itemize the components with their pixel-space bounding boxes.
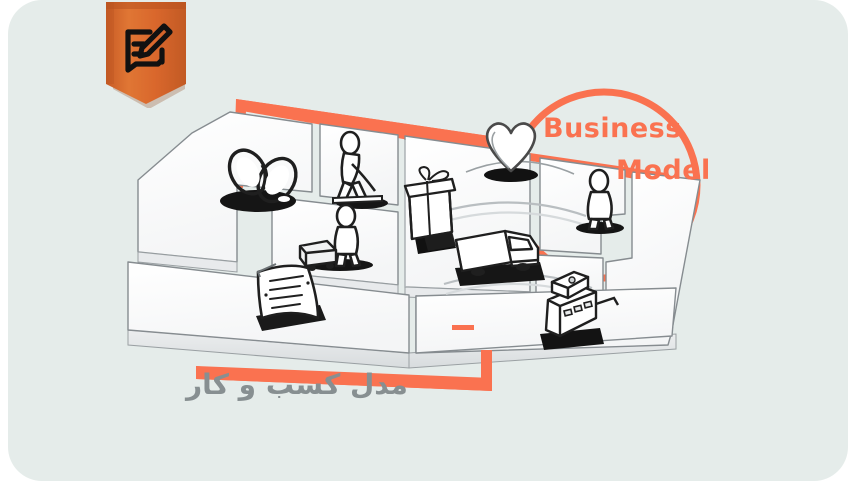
persian-business-model-label: مدل کسب و کار <box>186 368 408 401</box>
linked-rings-icon <box>220 148 298 212</box>
note-pencil-icon <box>125 23 173 73</box>
worker-figure-icon <box>332 130 388 209</box>
ribbon-top-band <box>106 2 186 9</box>
invoice-document-icon <box>256 263 326 331</box>
heart-icon <box>484 122 538 182</box>
person-with-cart-icon <box>298 203 373 271</box>
orange-corner-frame-bottom <box>196 350 492 391</box>
orange-tick <box>452 325 474 330</box>
delivery-truck-icon <box>454 229 545 286</box>
bookmark-ribbon[interactable] <box>104 0 188 109</box>
gift-box-icon <box>403 165 457 254</box>
standing-person-icon <box>576 168 624 234</box>
business-label: Business <box>543 113 682 144</box>
cash-register-icon <box>540 270 620 350</box>
model-label: Model <box>616 155 711 186</box>
